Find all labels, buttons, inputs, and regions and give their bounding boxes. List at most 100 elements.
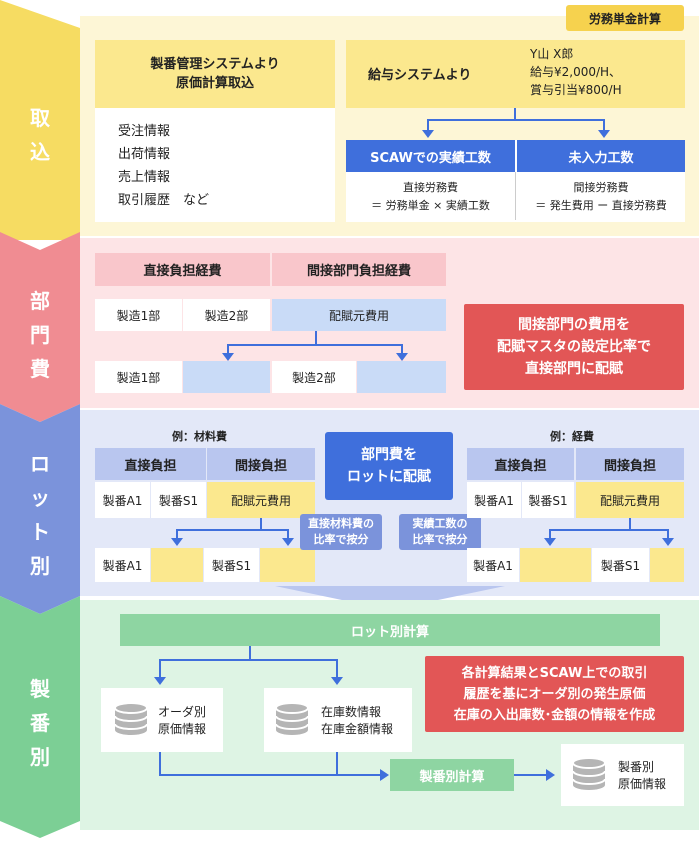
dept-row2-alloc2 [357,361,446,393]
unentered-header: 未入力工数 [517,140,685,172]
label-line: 原価情報 [618,777,667,791]
note-line: 各計算結果とSCAW上での取引 [461,665,648,681]
lot-right-alloc: 配賦元費用 [576,482,684,518]
lot-center-badge: 部門費を ロットに配賦 [325,432,453,500]
salary-example: Y山 X郎 給与¥2,000/H、 賞与引当¥800/H [530,45,622,99]
lot-left-alloc: 配賦元費用 [207,482,315,518]
section-label-intake: 取 込 [0,95,80,175]
label-char: 費 [30,357,50,381]
hours-ratio-tag: 実績工数の 比率で按分 [399,514,481,550]
list-item: 売上情報 [118,170,171,185]
note-line: 履歴を基にオーダ別の発生原価 [463,686,646,702]
lot-left-row2-a1: 製番A1 [95,548,150,582]
dept-row1-alloc: 配賦元費用 [272,299,446,331]
lot-left-row2-s1: 製番S1 [204,548,259,582]
lot-left-indirect-header: 間接負担 [207,448,315,480]
badge-line: 部門費を [361,447,417,463]
chevron-lot [0,404,80,614]
list-item: 取引履歴 など [118,193,210,208]
tag-line: 比率で按分 [412,533,468,546]
label-char: ッ [30,486,50,510]
label-char: 製 [30,676,50,701]
label-line: 在庫金額情報 [321,722,394,736]
salary-line: Y山 X郎 [530,47,574,61]
badge-line: ロットに配賦 [347,469,431,485]
tag-line: 実績工数の [412,517,468,530]
dept-row1-mfg1: 製造1部 [95,299,182,331]
lot-right-indirect-header: 間接負担 [576,448,684,480]
lot-right-row2-s1: 製番S1 [592,548,649,582]
tag-line: 直接材料費の [308,517,374,530]
direct-labor-formula: 直接労務費 ＝ 労務単金 × 実績工数 [346,174,515,220]
lot-left-direct-header: 直接負担 [95,448,206,480]
scaw-actual-header: SCAWでの実績工数 [346,140,515,172]
lot-right-s1: 製番S1 [522,482,574,518]
salary-box [346,40,685,108]
mfg-title-line: 原価計算取込 [175,76,254,91]
dept-note: 間接部門の費用を 配賦マスタの設定比率で 直接部門に配賦 [464,304,684,390]
formula-line: ＝ 発生費用 ー 直接労務費 [535,199,667,212]
note-line: 配賦マスタの設定比率で [497,339,651,355]
formula-line: 直接労務費 [403,181,458,194]
lot-right-a1: 製番A1 [467,482,521,518]
dept-row1-mfg2: 製造2部 [183,299,270,331]
direct-cost-header: 直接負担経費 [95,253,270,286]
mfg-item-list: 受注情報 出荷情報 売上情報 取引履歴 など [118,120,209,212]
lot-left-row2-s1-share [260,548,315,582]
database-icon [572,757,606,790]
label-char: ロ [30,452,50,476]
list-item: 出荷情報 [118,147,171,162]
lot-left-row2-a1-share [151,548,203,582]
note-line: 直接部門に配賦 [525,361,623,377]
section-label-department: 部 門 費 [0,280,80,390]
note-line: 在庫の入出庫数･金額の情報を作成 [453,707,656,723]
label-char: ト [30,520,50,544]
section-label-product: 製 番 別 [0,665,80,780]
dept-row2-mfg1: 製造1部 [95,361,182,393]
tag-line: 比率で按分 [313,533,369,546]
product-cost-label: 製番別 原価情報 [618,759,666,793]
mfg-title-line: 製番管理システムより [150,57,280,72]
salary-line: 給与¥2,000/H、 [530,65,622,79]
formula-line: 間接労務費 [573,181,629,194]
label-char: 別 [30,554,50,578]
labor-rate-tag: 労務単金計算 [566,5,684,31]
product-note: 各計算結果とSCAW上での取引 履歴を基にオーダ別の発生原価 在庫の入出庫数･金… [425,656,684,732]
label-char: 取 [30,106,50,130]
label-line: オーダ別 [158,705,207,719]
lot-left-a1: 製番A1 [95,482,150,518]
database-icon [275,702,309,735]
note-line: 間接部門の費用を [518,317,630,333]
lot-right-row2-a1-share [520,548,591,582]
order-cost-label: オーダ別 原価情報 [158,704,206,738]
section-label-lot: ロ ッ ト 別 [0,440,80,590]
chevron-product [0,596,80,848]
indirect-dept-header: 間接部門負担経費 [272,253,446,286]
label-char: 部 [30,289,50,313]
salary-box-title: 給与システムより [368,68,472,83]
lot-left-caption: 例：材料費 [172,430,227,443]
product-calc-bar: 製番別計算 [390,759,514,791]
label-line: 原価情報 [158,722,207,736]
lot-right-direct-header: 直接負担 [467,448,574,480]
label-char: 門 [30,323,50,347]
salary-line: 賞与引当¥800/H [530,83,622,97]
label-char: 別 [30,744,50,769]
list-item: 受注情報 [118,124,171,139]
label-char: 番 [30,710,50,735]
chevron-intake [0,0,80,240]
lot-right-row2-s1-share [650,548,684,582]
mfg-intake-title: 製番管理システムより 原価計算取込 [95,40,335,108]
labor-divider [515,172,516,220]
database-icon [114,702,148,735]
lot-right-row2-a1: 製番A1 [467,548,519,582]
dept-row2-mfg2: 製造2部 [272,361,356,393]
lot-right-caption: 例：経費 [550,430,594,443]
chevron-department [0,232,80,422]
